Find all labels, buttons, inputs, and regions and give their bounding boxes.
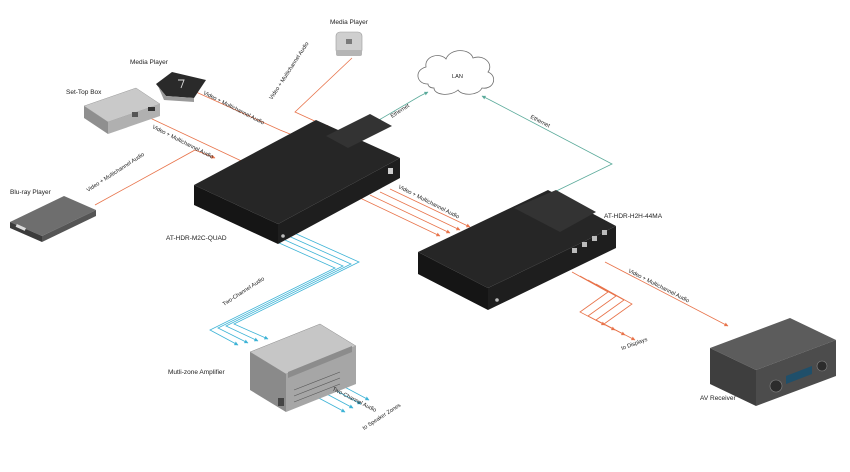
label-media-player-top: Media Player: [330, 19, 369, 26]
matrix-device: [418, 190, 616, 310]
lines-switcher-to-amplifier: [209, 231, 360, 346]
bluray-player-device: [10, 196, 96, 242]
label-lan: LAN: [452, 74, 463, 80]
signal-label-media-top: Video + Multichannel Audio: [269, 41, 311, 101]
media-player-top-device: [335, 31, 363, 56]
label-media-player-left: Media Player: [130, 59, 169, 66]
av-receiver-device: [710, 318, 836, 406]
media-player-left-device: [156, 72, 206, 102]
label-switcher: AT-HDR-M2C-QUAD: [166, 235, 227, 242]
line-media-player-top: [294, 57, 353, 129]
connection-lines: [94, 57, 729, 413]
label-set-top-box: Set-Top Box: [66, 89, 102, 96]
label-bluray-player: Blu-ray Player: [10, 189, 52, 196]
signal-label-matrix-to-receiver: Video + Multichannel Audio: [627, 268, 690, 304]
signal-label-to-displays: to Displays: [621, 337, 649, 352]
signal-label-media-left: Video + Multichannel Audio: [202, 90, 265, 126]
label-amplifier: Mutli-zone Amplifier: [168, 369, 226, 376]
label-av-receiver: AV Receiver: [700, 395, 736, 402]
signal-label-bluray: Video + Multichannel Audio: [86, 152, 146, 194]
switcher-device: [194, 114, 400, 244]
signal-label-set-top-box: Video + Multichannel Audio: [151, 124, 214, 160]
signal-label-ethernet-switcher: Ethernet: [390, 103, 411, 120]
label-matrix: AT-HDR-H2H-44MA: [604, 213, 663, 220]
line-ethernet-matrix: [481, 95, 613, 197]
lines-switcher-to-matrix: [359, 188, 471, 237]
line-bluray: [94, 149, 216, 206]
amplifier-device: [249, 323, 357, 412]
line-matrix-to-receiver: [604, 261, 729, 327]
signal-label-two-channel-top: Two-Channel Audio: [222, 276, 266, 307]
lan-cloud: [417, 50, 495, 95]
set-top-box-device: [83, 87, 161, 134]
lines-matrix-to-displays: [571, 271, 636, 341]
